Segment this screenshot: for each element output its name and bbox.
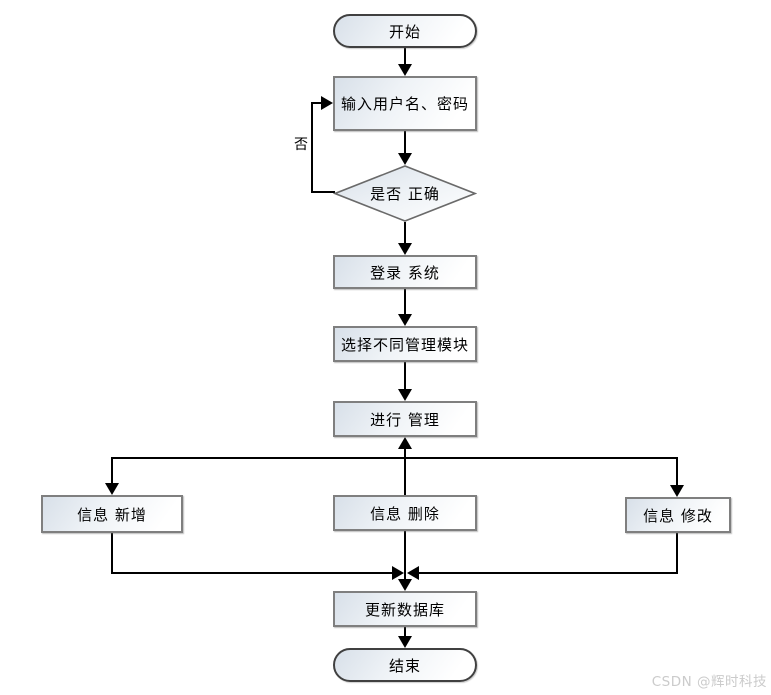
- flow-node-input-credentials: 输入用户名、密码: [333, 76, 477, 131]
- arrowhead-into-decision-top: [398, 153, 412, 165]
- arrowhead-into-input-top: [398, 64, 412, 76]
- edge-input-decision: [404, 131, 406, 156]
- edge-no-loop-vertical: [311, 102, 313, 193]
- node-label-info-add: 信息 新增: [77, 505, 147, 524]
- edge-update-end: [404, 627, 406, 637]
- arrowhead-no-loop-into-input: [321, 96, 333, 110]
- flow-node-login-system: 登录 系统: [333, 255, 477, 289]
- edge-start-input: [404, 48, 406, 66]
- arrowhead-into-modify-top: [670, 485, 684, 497]
- flow-node-manage: 进行 管理: [333, 401, 477, 437]
- flow-node-start: 开始: [333, 14, 477, 48]
- edge-branch-right-down: [676, 457, 678, 486]
- flow-node-info-delete: 信息 删除: [333, 495, 477, 531]
- arrowhead-into-add-top: [105, 483, 119, 495]
- edge-manage-branch-vertical: [404, 448, 406, 495]
- arrowhead-junction-from-left: [392, 566, 404, 580]
- edge-login-select: [404, 289, 406, 317]
- edge-no-loop-top: [311, 102, 323, 104]
- arrowhead-into-manage-bottom: [398, 437, 412, 449]
- flow-node-decision-correct: 是否 正确: [333, 165, 477, 222]
- arrowhead-into-select-top: [398, 314, 412, 326]
- node-label-select-module: 选择不同管理模块: [340, 335, 469, 354]
- edge-select-manage: [404, 362, 406, 390]
- node-label-input-credentials: 输入用户名、密码: [340, 95, 469, 113]
- edge-branch-horizontal: [111, 457, 678, 459]
- node-label-login-system: 登录 系统: [370, 263, 440, 282]
- edge-add-down: [111, 533, 113, 574]
- edge-decision-login: [404, 222, 406, 246]
- flow-node-end: 结束: [333, 648, 477, 682]
- node-label-start: 开始: [388, 22, 421, 41]
- edge-branch-left-down: [111, 457, 113, 484]
- arrowhead-into-end-top: [398, 636, 412, 648]
- edge-modify-down: [676, 533, 678, 574]
- arrowhead-into-manage-top: [398, 389, 412, 401]
- node-label-update-database: 更新数据库: [364, 600, 445, 619]
- diamond-shape: [333, 165, 477, 222]
- watermark-text: CSDN @辉时科技: [651, 674, 767, 690]
- node-label-info-delete: 信息 删除: [370, 504, 440, 523]
- arrowhead-junction-from-right: [407, 566, 419, 580]
- node-label-manage: 进行 管理: [370, 410, 440, 429]
- flow-node-info-add: 信息 新增: [41, 495, 183, 533]
- node-label-end: 结束: [388, 656, 421, 675]
- flow-node-update-database: 更新数据库: [333, 591, 477, 627]
- node-label-info-modify: 信息 修改: [643, 506, 713, 525]
- node-label-decision-correct: 是否 正确: [370, 185, 440, 203]
- edge-bottom-right-horizontal: [417, 572, 678, 574]
- flow-node-select-module: 选择不同管理模块: [333, 326, 477, 362]
- arrowhead-into-login-top: [398, 243, 412, 255]
- edge-no-loop-bottom: [311, 191, 335, 193]
- arrowhead-into-update-top: [398, 579, 412, 591]
- edge-bottom-left-horizontal: [111, 572, 393, 574]
- edge-label-no: 否: [294, 137, 308, 153]
- edge-delete-update: [404, 531, 406, 580]
- flow-node-info-modify: 信息 修改: [625, 497, 731, 533]
